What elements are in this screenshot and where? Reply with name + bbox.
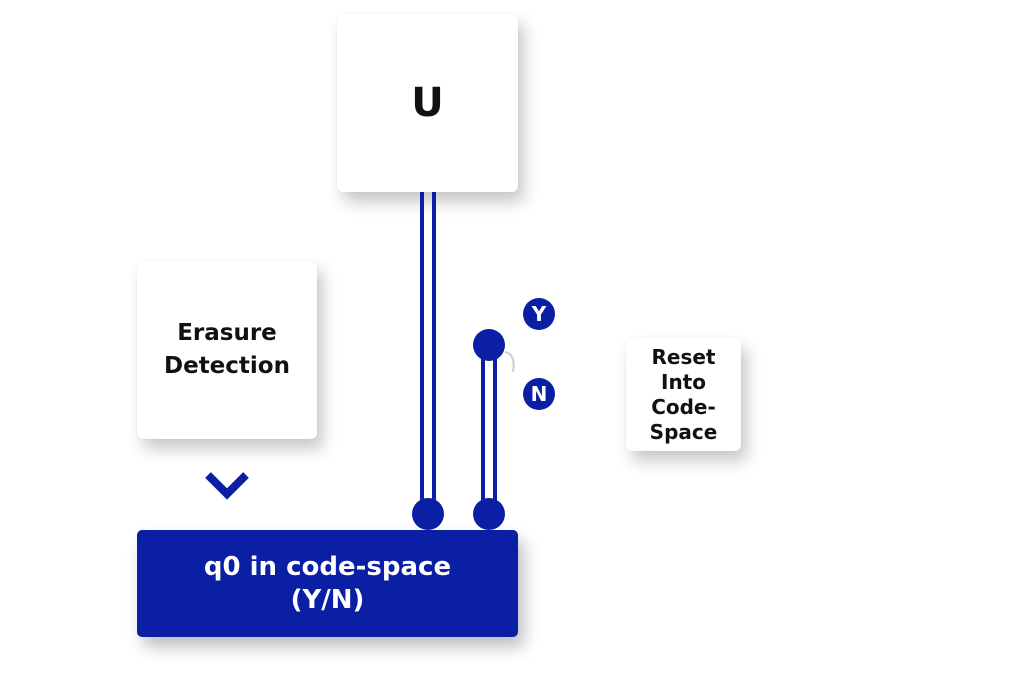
switch-yes-label: Y xyxy=(531,302,547,326)
unitary-label: U xyxy=(411,80,444,126)
chevron-down-icon xyxy=(205,472,249,500)
switch-no-option: N xyxy=(523,378,555,410)
erasure-detection-label: Erasure Detection xyxy=(164,320,290,379)
switch-yes-option: Y xyxy=(523,298,555,330)
switch-pivot-node xyxy=(473,329,505,361)
unitary-wire-node xyxy=(412,498,444,530)
switch-wire xyxy=(481,346,497,515)
erasure-detection-box: Erasure Detection xyxy=(137,261,317,439)
switch-no-label: N xyxy=(531,382,548,406)
reset-box: Reset Into Code- Space xyxy=(626,338,741,451)
switch-wire-node xyxy=(473,498,505,530)
code-space-check-label: q0 in code-space (Y/N) xyxy=(203,551,452,615)
unitary-box: U xyxy=(337,14,518,192)
switch-lever-icon xyxy=(504,351,515,373)
code-space-check-box: q0 in code-space (Y/N) xyxy=(137,530,518,637)
reset-label: Reset Into Code- Space xyxy=(649,344,718,444)
unitary-wire xyxy=(420,192,436,515)
